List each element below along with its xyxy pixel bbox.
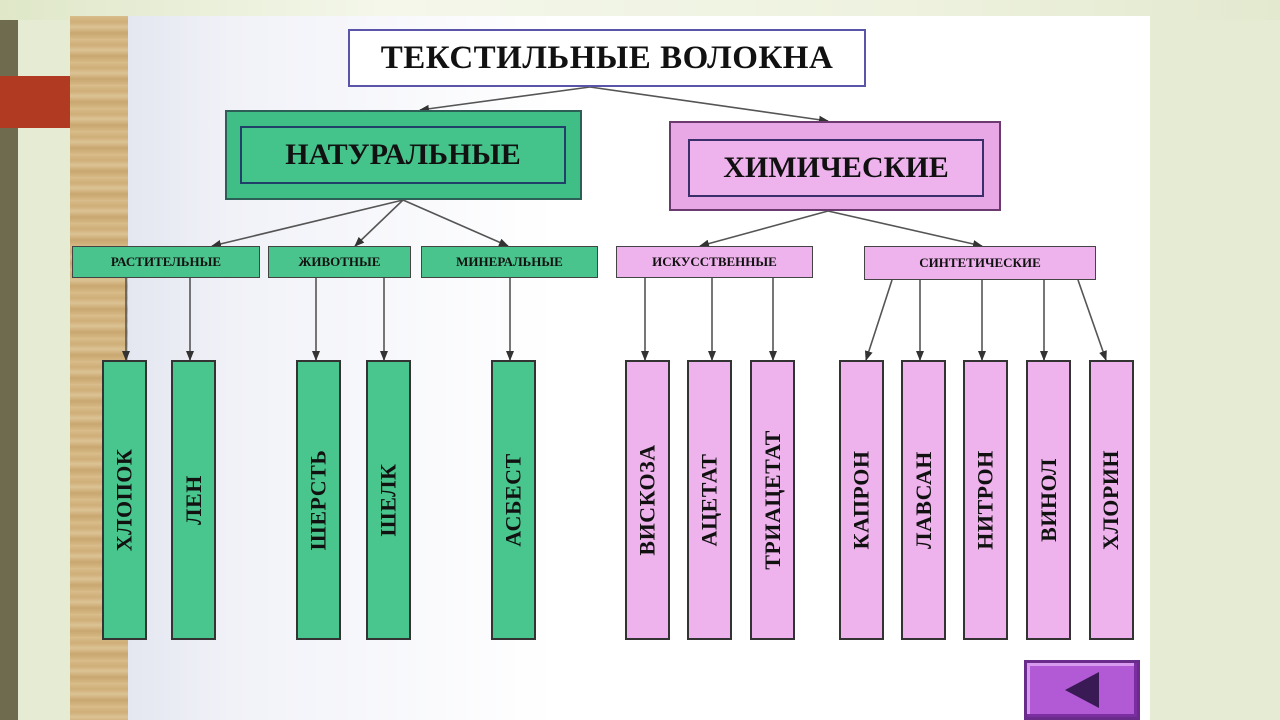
leaf-acetate: АЦЕТАТ: [687, 360, 732, 640]
sidebar-strip: [0, 0, 18, 720]
arrow-chemical-synthetic: [827, 210, 983, 248]
group-animal: ЖИВОТНЫЕ: [268, 246, 411, 278]
arrow-natural-plant: [211, 199, 404, 248]
back-button[interactable]: [1024, 660, 1140, 720]
group-synthetic: СИНТЕТИЧЕСКИЕ: [864, 246, 1096, 280]
leaf-lavsan: ЛАВСАН: [901, 360, 946, 640]
top-gradient: [0, 0, 1280, 20]
arrow-natural-animal: [354, 199, 404, 247]
arrow-root-chemical: [589, 86, 829, 124]
group-mineral: МИНЕРАЛЬНЫЕ: [421, 246, 598, 278]
group-plant: РАСТИТЕЛЬНЫЕ: [72, 246, 260, 278]
natural-node: НАТУРАЛЬНЫЕ: [240, 126, 566, 184]
back-arrow-icon: [1065, 672, 1099, 708]
leaf-chlorine: ХЛОРИН: [1089, 360, 1134, 640]
leaf-triacetate: ТРИАЦЕТАТ: [750, 360, 795, 640]
arrow-chemical-artificial: [699, 210, 829, 248]
arrow-to-leaf: [1077, 279, 1107, 361]
leaf-capron: КАПРОН: [839, 360, 884, 640]
leaf-silk: ШЕЛК: [366, 360, 411, 640]
leaf-vinol: ВИНОЛ: [1026, 360, 1071, 640]
leaf-wool: ШЕРСТЬ: [296, 360, 341, 640]
leaf-viscose: ВИСКОЗА: [625, 360, 670, 640]
arrow-to-leaf: [864, 279, 893, 361]
leaf-asbestos: АСБЕСТ: [491, 360, 536, 640]
leaf-flax: ЛЕН: [171, 360, 216, 640]
chemical-node: ХИМИЧЕСКИЕ: [688, 139, 984, 197]
arrow-root-natural: [419, 86, 591, 113]
arrow-natural-mineral: [402, 199, 509, 247]
group-artificial: ИСКУССТВЕННЫЕ: [616, 246, 813, 278]
leaf-nitron: НИТРОН: [963, 360, 1008, 640]
accent-bar: [0, 76, 70, 128]
leaf-cotton: ХЛОПОК: [102, 360, 147, 640]
root-node: ТЕКСТИЛЬНЫЕ ВОЛОКНА: [348, 29, 866, 87]
